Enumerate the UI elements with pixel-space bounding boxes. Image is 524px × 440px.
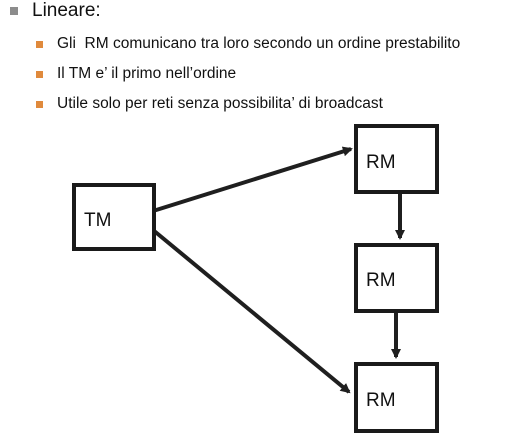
list-item: Il TM e’ il primo nell’ordine	[36, 64, 236, 84]
node-rm-2: RM	[354, 243, 439, 313]
node-rm-1: RM	[354, 124, 439, 194]
edge-tm-to-rm1	[152, 146, 353, 213]
square-bullet-icon	[36, 70, 43, 78]
node-rm-3-label: RM	[366, 390, 396, 411]
list-item: Utile solo per reti senza possibilita’ d…	[36, 94, 383, 114]
heading-text: Lineare:	[32, 0, 101, 21]
node-rm-1-label: RM	[366, 152, 396, 173]
node-tm: TM	[72, 183, 156, 251]
list-item-text: Gli RM comunicano tra loro secondo un or…	[57, 35, 461, 52]
node-rm-3: RM	[354, 362, 439, 433]
list-item: Gli RM comunicano tra loro secondo un or…	[36, 34, 460, 54]
square-bullet-icon	[10, 7, 18, 15]
square-bullet-icon	[36, 40, 43, 48]
edge-tm-to-rm3	[151, 228, 351, 394]
list-item-text: Il TM e’ il primo nell’ordine	[57, 65, 237, 82]
node-rm-2-label: RM	[366, 270, 396, 291]
heading-bullet: Lineare:	[10, 0, 101, 22]
square-bullet-icon	[36, 100, 43, 108]
list-item-text: Utile solo per reti senza possibilita’ d…	[57, 95, 383, 112]
node-tm-label: TM	[84, 210, 111, 231]
